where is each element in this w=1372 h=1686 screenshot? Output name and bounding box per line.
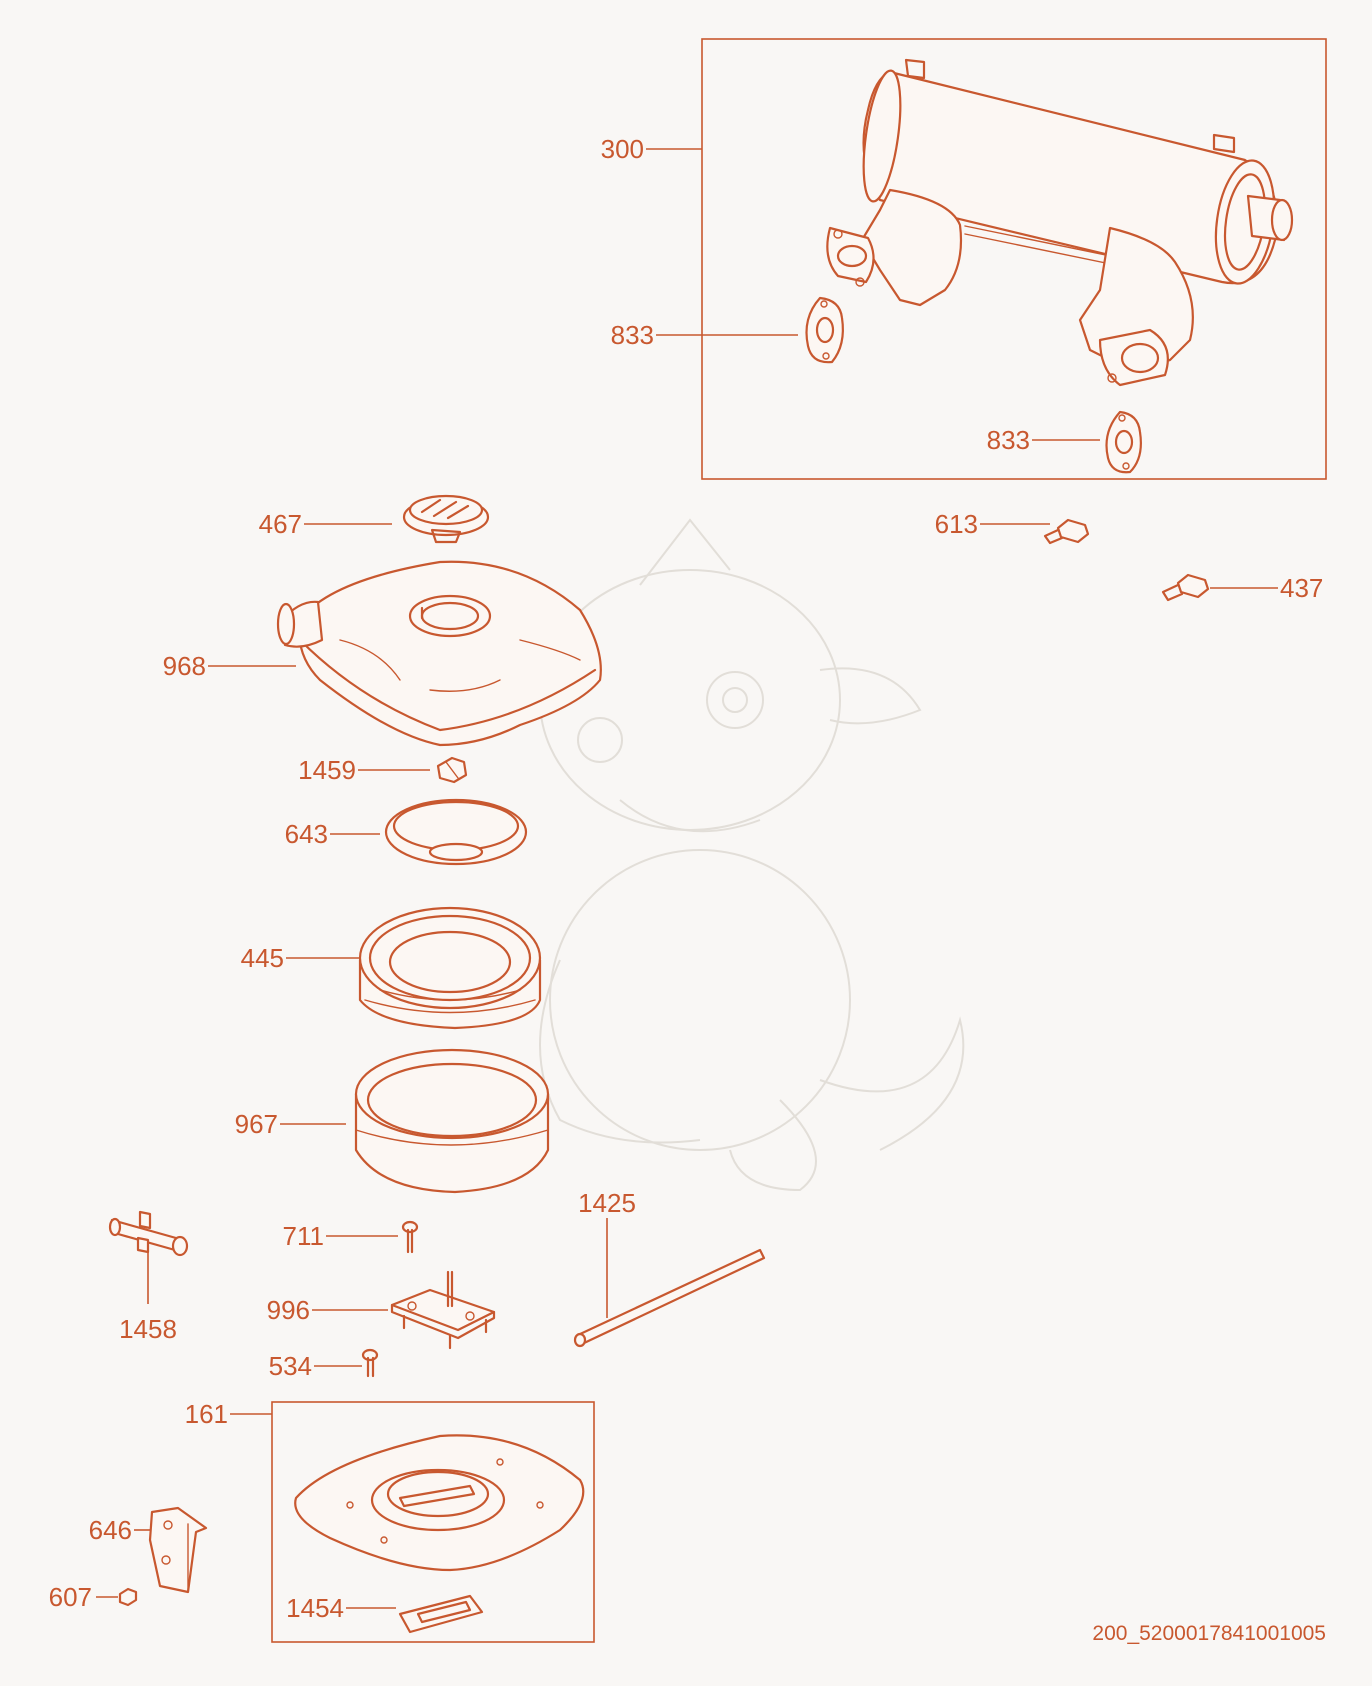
bracket-646: [148, 1506, 208, 1594]
callout-996: 996: [267, 1295, 310, 1325]
callout-646: 646: [89, 1515, 132, 1545]
bolt-613: [1043, 518, 1090, 545]
callout-613: 613: [935, 509, 978, 539]
callout-445: 445: [241, 943, 284, 973]
callout-437: 437: [1280, 573, 1323, 603]
callout-300: 300: [601, 134, 644, 164]
callout-467: 467: [259, 509, 302, 539]
base-plate-161: [294, 1434, 585, 1572]
muffler-assembly-frame: [701, 38, 1327, 480]
wing-nut-1459: [436, 756, 468, 784]
callout-1458: 1458: [119, 1314, 177, 1344]
callout-711: 711: [283, 1221, 324, 1251]
callout-643: 643: [285, 819, 328, 849]
callout-labels: 300 833 833 613 437 467 968 1459 643 445…: [49, 134, 1324, 1623]
callout-534: 534: [269, 1351, 312, 1381]
gasket-833-upper: [805, 296, 844, 364]
cover-plate-643: [384, 798, 528, 866]
nut-607: [118, 1587, 138, 1607]
document-id: 200_5200017841001005: [1092, 1622, 1326, 1645]
callout-968: 968: [163, 651, 206, 681]
filter-element-445: [358, 906, 542, 1030]
muffler-part: [826, 58, 1294, 387]
bolt-437: [1161, 573, 1210, 602]
pre-cleaner-ring-967: [354, 1048, 550, 1194]
screw-534: [361, 1348, 379, 1378]
gasket-1454: [398, 1594, 484, 1634]
callout-607: 607: [49, 1582, 92, 1612]
callout-1425: 1425: [578, 1188, 636, 1218]
gasket-833-lower: [1105, 410, 1142, 474]
mounting-plate-996: [390, 1270, 496, 1350]
callout-967: 967: [235, 1109, 278, 1139]
callout-161: 161: [185, 1399, 228, 1429]
callout-1454: 1454: [286, 1593, 344, 1623]
breather-tube-1458: [108, 1210, 189, 1257]
callout-833-upper: 833: [611, 320, 654, 350]
callout-1459: 1459: [298, 755, 356, 785]
cover-knob-467: [402, 494, 490, 544]
screw-711: [401, 1220, 419, 1254]
callout-833-lower: 833: [987, 425, 1030, 455]
air-cleaner-cover-968: [276, 560, 602, 747]
rod-1425: [573, 1248, 766, 1348]
watermark-dragon-illustration: [539, 518, 965, 1192]
base-assembly-frame: [271, 1401, 595, 1643]
leader-lines: [96, 148, 1278, 1609]
